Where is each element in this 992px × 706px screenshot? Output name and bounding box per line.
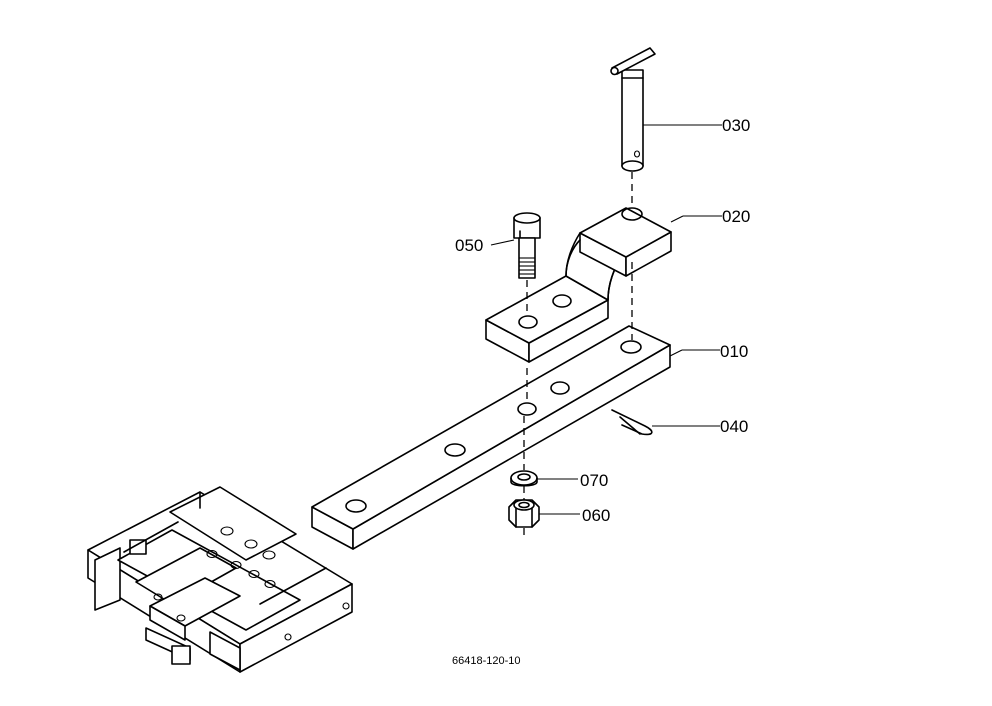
drawbar-hole — [517, 402, 537, 416]
drawbar-hole — [345, 499, 367, 513]
hitch-frame — [87, 486, 353, 673]
pin-cross-hole — [633, 150, 641, 158]
label-030: 030 — [722, 116, 750, 135]
label-060: 060 — [582, 506, 610, 525]
washer-070 — [510, 470, 538, 487]
bracket-hole — [552, 294, 572, 308]
drawbar-hole — [444, 443, 466, 457]
nut-060 — [508, 499, 540, 528]
drawbar-010 — [311, 325, 671, 550]
hitch-pin-030 — [610, 47, 656, 172]
bolt-050 — [513, 212, 541, 279]
drawbar-hole — [620, 340, 642, 354]
label-050: 050 — [455, 236, 483, 255]
label-070: 070 — [580, 471, 608, 490]
label-020: 020 — [722, 207, 750, 226]
bracket-hole — [518, 315, 538, 329]
label-010: 010 — [720, 342, 748, 361]
leader-lines — [490, 124, 722, 515]
offset-bracket-020 — [485, 207, 672, 363]
bracket-hole — [621, 207, 643, 221]
drawbar-hole — [550, 381, 570, 395]
assembly-lines — [523, 172, 633, 540]
label-040: 040 — [720, 417, 748, 436]
cotter-pin-040 — [611, 409, 653, 436]
drawing-code: 66418-120-10 — [452, 655, 521, 667]
